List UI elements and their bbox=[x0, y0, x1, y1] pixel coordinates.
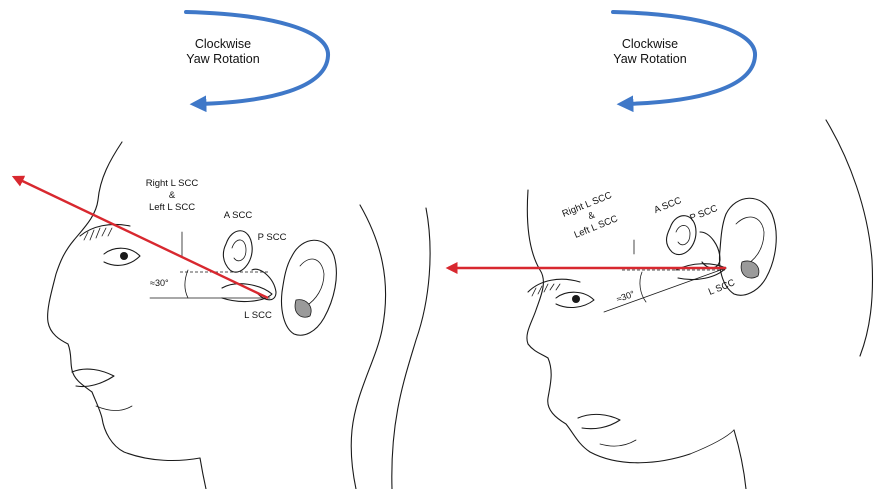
chin-line bbox=[96, 406, 132, 411]
back-of-head-outline-2 bbox=[826, 120, 873, 356]
eyebrow-outline-2 bbox=[528, 279, 580, 292]
anterior-scc-inner bbox=[232, 240, 246, 261]
eyebrow-hatch bbox=[84, 228, 112, 240]
separator-head-outline bbox=[392, 208, 430, 489]
eye-pupil-2 bbox=[572, 295, 580, 303]
rotation-label-line2-2: Yaw Rotation bbox=[613, 52, 686, 66]
label-pscc: P SCC bbox=[258, 232, 287, 243]
left-panel: Clockwise Yaw Rotation ≈30° Right L bbox=[14, 12, 386, 489]
label-lscc-2: L SCC bbox=[707, 277, 737, 298]
ear-inner bbox=[300, 259, 324, 306]
posterior-scc-2 bbox=[700, 232, 720, 268]
lips-outline-2 bbox=[578, 414, 620, 428]
label-lscc: L SCC bbox=[244, 310, 272, 321]
ear-inner-2 bbox=[736, 217, 764, 266]
rotation-label-line2: Yaw Rotation bbox=[186, 52, 259, 66]
lips-outline bbox=[72, 369, 114, 386]
chin-line-2 bbox=[600, 440, 636, 446]
neck-outline bbox=[200, 458, 206, 489]
head-profile-outline bbox=[48, 142, 200, 460]
ear-canal-2 bbox=[741, 261, 759, 278]
angle-arc-icon bbox=[185, 270, 188, 298]
label-amp: & bbox=[169, 190, 176, 201]
rotation-label-line1: Clockwise bbox=[195, 37, 251, 51]
neck-outline-2 bbox=[734, 430, 746, 489]
ear-canal bbox=[295, 300, 311, 318]
right-panel: Clockwise Yaw Rotation ≈30° bbox=[392, 12, 873, 489]
jaw-line-2 bbox=[690, 430, 734, 454]
label-left-lscc: Left L SCC bbox=[149, 202, 195, 213]
head-profile-outline-2 bbox=[527, 190, 690, 463]
label-right-lscc: Right L SCC bbox=[146, 178, 199, 189]
ear-outline bbox=[282, 240, 337, 335]
back-of-head-outline bbox=[351, 205, 385, 489]
angle-label-2: ≈30° bbox=[615, 288, 636, 304]
label-ascc: A SCC bbox=[224, 210, 253, 221]
lscc-plane-axis-arrow bbox=[14, 177, 268, 298]
lateral-scc bbox=[222, 284, 272, 302]
anterior-scc-inner-2 bbox=[676, 225, 690, 244]
label-ascc-2: A SCC bbox=[653, 195, 684, 216]
label-pscc-2: P SCC bbox=[688, 203, 719, 224]
label-left-lscc-2: Left L SCC bbox=[573, 213, 620, 241]
eye-pupil bbox=[120, 252, 128, 260]
angle-label: ≈30° bbox=[150, 278, 169, 288]
rotation-label-line1-2: Clockwise bbox=[622, 37, 678, 51]
anterior-scc bbox=[223, 231, 252, 272]
